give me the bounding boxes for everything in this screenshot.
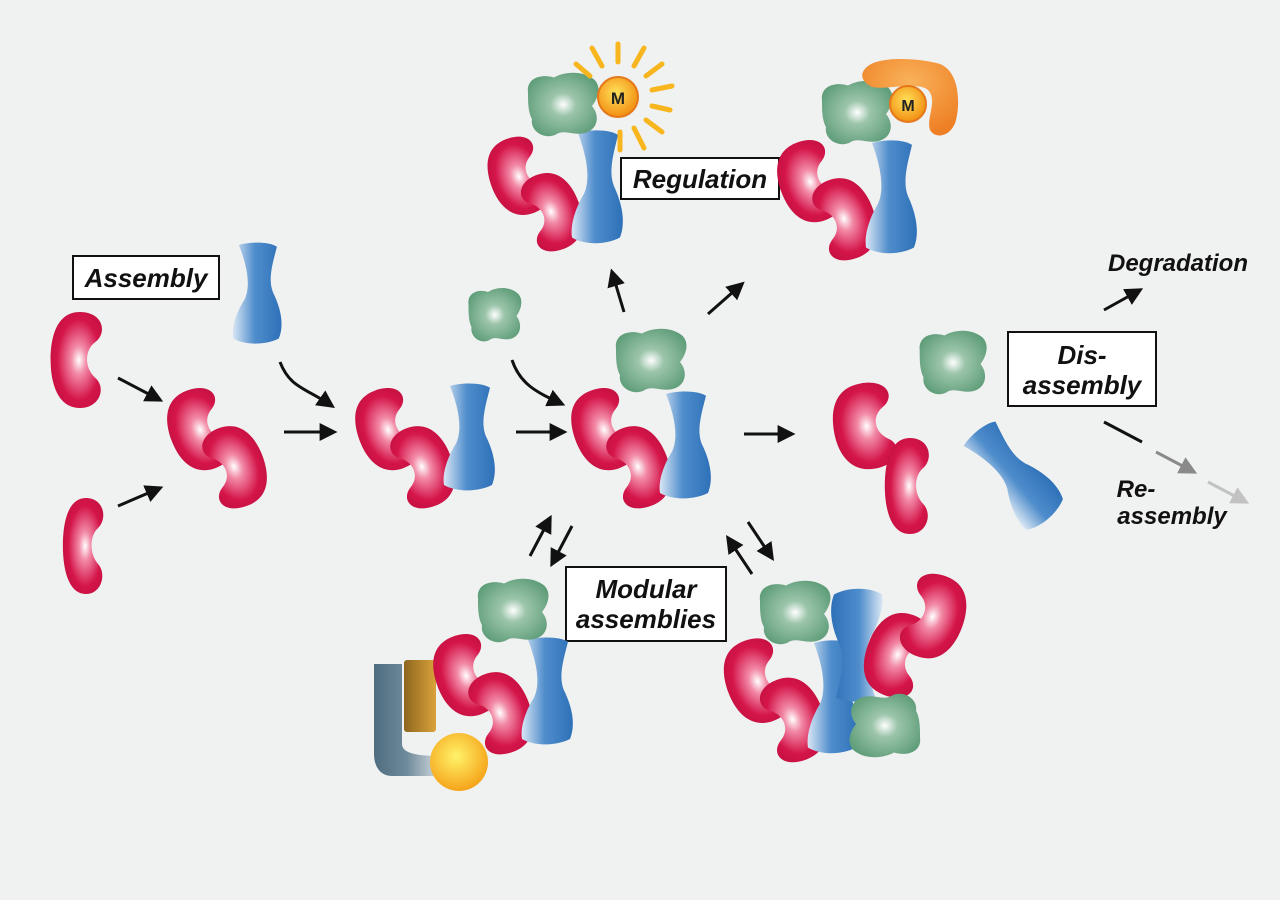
arrow-green-joins (510, 359, 566, 407)
modular-label-line2: assemblies (576, 604, 716, 634)
arrow-to-reassembly-segment-1 (1103, 420, 1143, 444)
arrow-monomer1-to-dimer (117, 376, 164, 402)
dissociated-red-2 (884, 438, 929, 534)
regulation-complex-right: M (767, 59, 959, 266)
arrow-to-reassembly-segment-2 (1155, 450, 1198, 474)
disassembly-stage: Dis- assembly Degradation Re- assembly (744, 250, 1250, 535)
blue-monomer (232, 242, 282, 344)
bound-metal-ion-icon (889, 85, 927, 123)
red-dimer (157, 382, 276, 514)
arrow-to-regulation-right (707, 281, 745, 316)
reassembly-label-line2: assembly (1117, 503, 1228, 530)
metal-ion-label: M (611, 89, 625, 108)
equilibrium-arrow-right-up (726, 535, 754, 575)
sun-rays (573, 41, 675, 153)
disassembly-label-line2: assembly (1023, 370, 1143, 400)
modular-label-box (565, 566, 727, 642)
disassembly-label-box (1007, 331, 1157, 407)
yellow-partner-ball (430, 733, 488, 791)
assembly-label-box (72, 255, 220, 300)
slate-partner-protein (374, 664, 440, 776)
red-monomer-1 (50, 312, 103, 408)
dissociated-blue (956, 415, 1069, 535)
assembly-label: Assembly (84, 263, 209, 293)
modular-complex-right (714, 568, 977, 768)
dissociated-green (919, 330, 987, 395)
arrow-blue-joins (278, 361, 335, 409)
regulation-stage: M Regulation M (478, 41, 959, 316)
metal-ion-icon (597, 76, 639, 118)
degradation-label: Degradation (1108, 250, 1248, 277)
regulation-complex-left: M (478, 41, 675, 257)
arrow-monomer2-to-dimer (117, 485, 164, 508)
green-monomer (468, 288, 522, 342)
modular-label-line1: Modular (595, 574, 698, 604)
bronze-partner-protein (404, 660, 436, 732)
modular-complex-left (374, 578, 573, 791)
regulation-label: Regulation (633, 164, 767, 194)
red-blue-complex (345, 382, 495, 514)
arrow-to-reassembly-segment-3 (1207, 480, 1250, 504)
equilibrium-arrow-left-up (528, 514, 552, 557)
central-complex (561, 328, 711, 514)
arrow-to-regulation-left (607, 268, 626, 313)
equilibrium-arrow-left-down (550, 525, 574, 568)
arrow-to-degradation (1103, 288, 1144, 312)
red-monomer-2 (62, 498, 104, 594)
modular-assemblies-stage: Modular assemblies (374, 514, 977, 791)
reassembly-label-line1: Re- (1117, 476, 1156, 503)
orange-partner-protein (862, 59, 959, 136)
disassembly-label-line1: Dis- (1057, 340, 1106, 370)
equilibrium-arrow-right-down (746, 521, 774, 561)
bound-metal-ion-label: M (901, 98, 914, 115)
assembly-stage: Assembly (50, 242, 338, 594)
